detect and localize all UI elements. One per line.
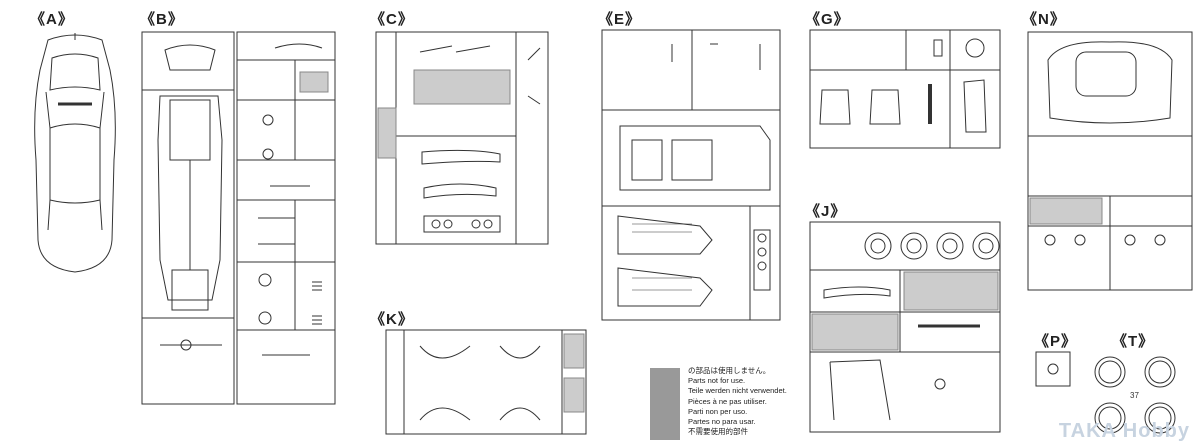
- sprue-label-n: 《N》: [1022, 11, 1066, 28]
- sprue-frame-p: [1035, 351, 1071, 387]
- tires: [1094, 356, 1176, 434]
- legend-line: Teile werden nicht verwendet.: [688, 386, 787, 396]
- sprue-label-k: 《K》: [370, 311, 414, 328]
- sprue-label-b: 《B》: [140, 11, 184, 28]
- sprue-label-a: 《A》: [30, 11, 74, 28]
- sprue-frame-b: [141, 31, 336, 405]
- unused-parts-swatch: [650, 368, 680, 440]
- body-shell: [34, 33, 116, 273]
- sprue-label-c: 《C》: [370, 11, 414, 28]
- legend-line: Parti non per uso.: [688, 406, 748, 416]
- legend-line: Partes no para usar.: [688, 417, 756, 427]
- sprue-label-t: 《T》: [1112, 333, 1155, 350]
- sprue-frame-g: [809, 29, 1001, 149]
- legend-line: Parts not for use.: [688, 376, 746, 386]
- sprue-frame-n: [1027, 31, 1193, 291]
- sprue-frame-j: [809, 221, 1001, 433]
- legend-line: 不需要使用的部件: [688, 427, 748, 437]
- tire-count: 37: [1130, 391, 1139, 400]
- sprue-label-g: 《G》: [805, 11, 850, 28]
- sprue-label-e: 《E》: [598, 11, 642, 28]
- unused-parts-legend: の部品は使用しません。 Parts not for use. Teile wer…: [688, 366, 787, 437]
- sprue-label-p: 《P》: [1034, 333, 1078, 350]
- legend-line: Pièces à ne pas utiliser.: [688, 396, 767, 406]
- legend-line: の部品は使用しません。: [688, 366, 771, 375]
- sprue-label-j: 《J》: [805, 203, 847, 220]
- sprue-frame-e: [601, 29, 781, 321]
- p-part: [1047, 363, 1059, 375]
- watermark: TAKA Hobby: [1058, 420, 1190, 442]
- sprue-frame-k: [385, 329, 587, 435]
- sprue-frame-c: [375, 31, 549, 245]
